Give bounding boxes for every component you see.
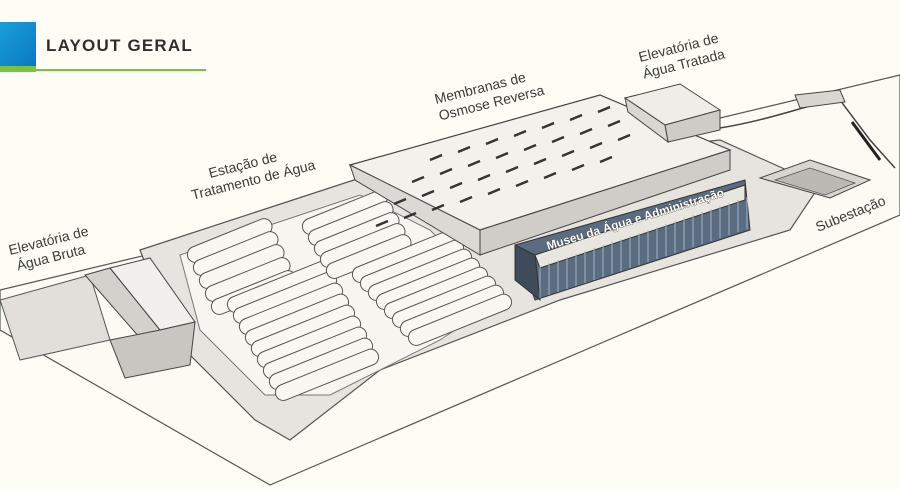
skylight [571,163,585,172]
skylight [597,105,611,114]
skylight [523,143,537,152]
skylight [533,157,547,166]
skylight [459,195,473,204]
skylight [431,203,445,212]
skylight [513,129,527,138]
skylight [477,173,491,182]
skylight [579,127,593,136]
skylight [487,187,501,196]
gate-bar [850,121,882,161]
skylight [439,167,453,176]
skylight [449,181,463,190]
treated-water-pump-building [623,83,722,144]
skylight [429,153,443,162]
skylight [569,113,583,122]
skylight [485,137,499,146]
page-title: LAYOUT GERAL [46,36,193,55]
raw-water-pump-building [84,257,196,379]
skylight [421,189,435,198]
skylight [467,159,481,168]
treatment-tanks [186,190,513,401]
skylight [617,133,631,142]
skylight [551,135,565,144]
gatehouse [794,89,846,109]
skylight [589,141,603,150]
skylight [403,211,417,220]
skylight [543,171,557,180]
label-water-treatment-station: Estação de Tratamento de Água [186,140,318,203]
skylight [375,219,389,228]
skylight [561,149,575,158]
skylight [599,155,613,164]
logo-accent-bar [0,66,36,72]
substation [758,159,872,199]
label-raw-water-pumping: Elevatória de Água Bruta [7,222,98,275]
glass-facade [539,197,748,298]
label-treated-water-pumping: Elevatória de Água Tratada [637,29,728,82]
skylight [505,165,519,174]
skylight [541,121,555,130]
museum-building [514,179,751,302]
tank-cylinder [274,348,380,401]
roof-skylights [375,89,667,228]
skylight [495,151,509,160]
tank-cylinder [407,293,513,346]
skylight [411,175,425,184]
skylight [515,179,529,188]
skylight [393,197,407,206]
skylight [607,119,621,128]
skylight [457,145,471,154]
logo-block [0,22,36,66]
title-underline [36,69,206,71]
membranes-building [348,89,732,256]
